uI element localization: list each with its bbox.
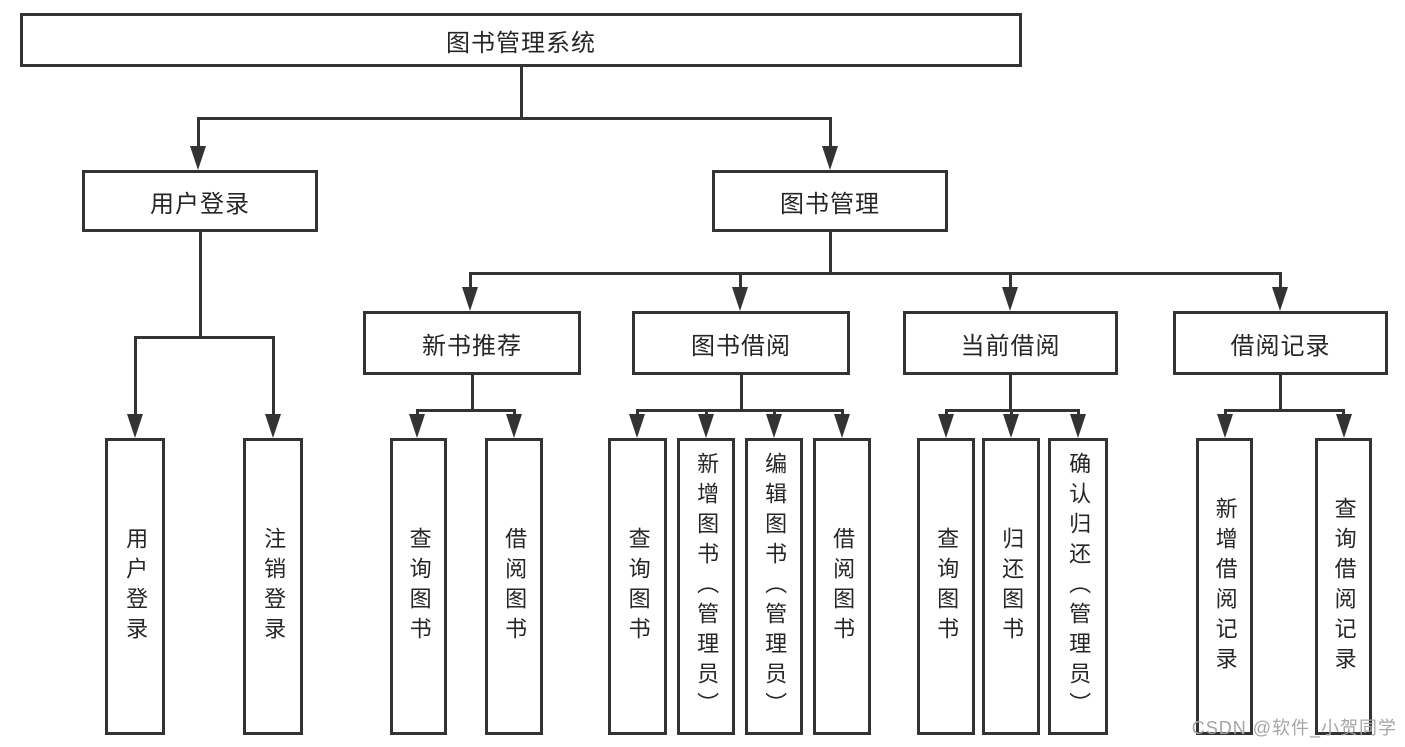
node-book-borrow-label: 图书借阅 — [691, 332, 791, 360]
connector-line — [635, 409, 844, 412]
leaf-label: 新增图书（管理员） — [694, 451, 720, 722]
leaf-label: 查询借阅记录 — [1331, 496, 1357, 677]
leaf-label: 查询图书 — [934, 526, 960, 647]
connector-line — [828, 232, 832, 275]
connector-line — [1008, 272, 1012, 289]
node-borrow-records-label: 借阅记录 — [1230, 332, 1331, 360]
leaf-logout-label: 注销登录 — [261, 526, 287, 647]
leaf-add-borrow-record: 新增借阅记录 — [1196, 438, 1253, 735]
leaf-label: 确认归还（管理员） — [1066, 451, 1092, 722]
leaf-logout: 注销登录 — [243, 438, 303, 735]
leaf-label: 借阅图书 — [830, 526, 856, 647]
node-new-book-recommend-label: 新书推荐 — [422, 332, 522, 360]
connector-line — [196, 117, 832, 120]
connector-line — [772, 409, 776, 417]
node-user-login-label: 用户登录 — [150, 190, 250, 218]
leaf-recommend-borrow-books: 借阅图书 — [485, 438, 543, 735]
leaf-return-books: 归还图书 — [982, 438, 1040, 735]
leaf-label: 借阅图书 — [502, 526, 528, 647]
arrow-down-icon — [938, 414, 954, 438]
connector-line — [519, 65, 523, 120]
connector-line — [840, 409, 844, 417]
leaf-add-books-admin: 新增图书（管理员） — [677, 438, 735, 735]
connector-line — [739, 375, 743, 412]
arrow-down-icon — [1070, 414, 1086, 438]
node-user-login: 用户登录 — [82, 170, 318, 232]
arrow-down-icon — [462, 287, 478, 311]
connector-line — [133, 336, 137, 418]
node-book-management: 图书管理 — [712, 170, 948, 232]
node-new-book-recommend: 新书推荐 — [363, 311, 581, 375]
leaf-label: 查询图书 — [625, 526, 651, 647]
connector-line — [198, 232, 202, 339]
connector-line — [1008, 375, 1012, 412]
leaf-label: 编辑图书（管理员） — [762, 451, 788, 722]
arrow-down-icon — [506, 414, 522, 438]
leaf-query-borrow-record: 查询借阅记录 — [1315, 438, 1372, 735]
connector-line — [133, 336, 275, 339]
connector-line — [704, 409, 708, 417]
node-borrow-records: 借阅记录 — [1173, 311, 1388, 375]
arrow-down-icon — [834, 414, 850, 438]
leaf-label: 新增借阅记录 — [1212, 496, 1238, 677]
arrow-down-icon — [822, 146, 838, 170]
connector-line — [635, 409, 639, 417]
leaf-borrow-query-books: 查询图书 — [608, 438, 667, 735]
arrow-down-icon — [1272, 287, 1288, 311]
leaf-recommend-query-books: 查询图书 — [390, 438, 447, 735]
connector-line — [468, 272, 472, 289]
leaf-edit-books-admin: 编辑图书（管理员） — [745, 438, 803, 735]
connector-line — [1278, 272, 1282, 289]
connector-line — [470, 375, 474, 412]
watermark: CSDN @软件_小贺同学 — [1191, 718, 1397, 738]
connector-line — [1223, 409, 1227, 417]
node-root-label: 图书管理系统 — [446, 29, 596, 57]
connector-line — [1076, 409, 1080, 417]
arrow-down-icon — [1003, 414, 1019, 438]
node-root: 图书管理系统 — [20, 13, 1022, 67]
leaf-borrow-books: 借阅图书 — [813, 438, 871, 735]
arrow-down-icon — [629, 414, 645, 438]
arrow-down-icon — [409, 414, 425, 438]
connector-line — [944, 409, 948, 417]
node-book-management-label: 图书管理 — [780, 190, 880, 218]
connector-line — [738, 272, 742, 289]
connector-line — [1342, 409, 1345, 417]
connector-line — [1223, 409, 1345, 412]
connector-line — [1009, 409, 1013, 417]
node-current-borrow-label: 当前借阅 — [960, 332, 1061, 360]
arrow-down-icon — [1335, 414, 1352, 438]
leaf-confirm-return-admin: 确认归还（管理员） — [1048, 438, 1108, 735]
connector-line — [271, 336, 275, 418]
arrow-down-icon — [127, 414, 143, 438]
leaf-user-login-label: 用户登录 — [123, 526, 149, 647]
leaf-label: 查询图书 — [406, 526, 432, 647]
arrow-down-icon — [1217, 414, 1233, 438]
leaf-user-login: 用户登录 — [105, 438, 165, 735]
connector-line — [512, 409, 516, 417]
arrow-down-icon — [698, 414, 714, 438]
arrow-down-icon — [265, 414, 281, 438]
node-current-borrow: 当前借阅 — [903, 311, 1118, 375]
connector-line — [415, 409, 516, 412]
arrow-down-icon — [732, 287, 748, 311]
connector-line — [828, 117, 832, 150]
arrow-down-icon — [190, 146, 206, 170]
node-book-borrow: 图书借阅 — [632, 311, 850, 375]
connector-line — [468, 272, 1282, 275]
arrow-down-icon — [1002, 287, 1018, 311]
connector-line — [1279, 375, 1282, 412]
leaf-label: 归还图书 — [999, 526, 1025, 647]
arrow-down-icon — [766, 414, 782, 438]
connector-line — [415, 409, 419, 417]
leaf-current-query-books: 查询图书 — [917, 438, 975, 735]
connector-line — [196, 117, 200, 150]
